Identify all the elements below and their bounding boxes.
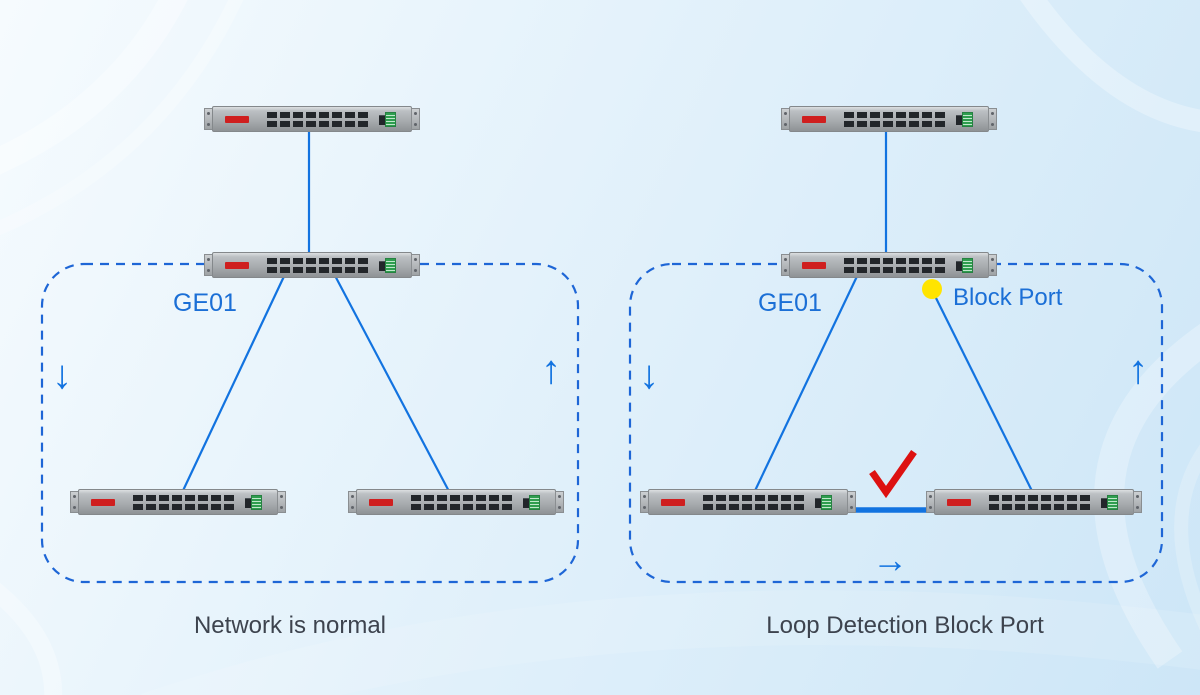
arrow-flow-right-panel: →	[872, 539, 908, 580]
uplink-port	[956, 261, 967, 271]
switch-body	[356, 489, 556, 515]
network-switch-distribution-right	[781, 252, 997, 278]
label-sticker	[1107, 495, 1118, 510]
brand-logo	[91, 499, 115, 506]
label-sticker	[821, 495, 832, 510]
uplink-port	[523, 498, 534, 508]
port-row	[844, 112, 945, 118]
switch-body	[789, 106, 989, 132]
network-switch-access-right-1	[640, 489, 856, 515]
label-sticker	[529, 495, 540, 510]
port-row	[133, 504, 234, 510]
downlink-line	[179, 269, 288, 498]
port-row	[133, 495, 234, 501]
uplink-port	[956, 115, 967, 125]
port-row	[411, 504, 512, 510]
downlink-line	[931, 289, 1036, 498]
port-label-ge01-left: GE01	[173, 289, 237, 317]
check-mark	[869, 449, 917, 499]
port-row	[411, 495, 512, 501]
arrow-down-left-panel: ↓	[52, 353, 72, 397]
arrow-up-right-panel: ↑	[1128, 348, 1148, 392]
mounting-ear	[411, 254, 420, 276]
block-port-label: Block Port	[953, 284, 1063, 311]
label-sticker	[385, 112, 396, 127]
port-row	[989, 504, 1090, 510]
brand-logo	[225, 262, 249, 269]
port-row	[267, 112, 368, 118]
brand-logo	[225, 116, 249, 123]
label-sticker	[962, 258, 973, 273]
background-swirl	[0, 0, 188, 175]
label-sticker	[962, 112, 973, 127]
switch-body	[78, 489, 278, 515]
boundary-normal	[40, 262, 580, 584]
mounting-ear	[411, 108, 420, 130]
background-swirl	[141, 590, 1200, 695]
mounting-ear	[1133, 491, 1142, 513]
network-switch-core-left	[204, 106, 420, 132]
port-row	[989, 495, 1090, 501]
uplink-port	[379, 261, 390, 271]
network-switch-access-right-2	[926, 489, 1142, 515]
downlink-line	[751, 269, 861, 498]
caption-normal: Network is normal	[193, 612, 387, 639]
network-switch-access-left-1	[70, 489, 286, 515]
background-swirl	[0, 0, 244, 236]
port-row	[703, 504, 804, 510]
block-port-indicator-dot	[922, 279, 942, 299]
port-row	[844, 121, 945, 127]
boundary-loop	[628, 262, 1164, 584]
mounting-ear	[988, 108, 997, 130]
port-label-ge01-right: GE01	[758, 289, 822, 317]
background-swirl	[0, 582, 62, 695]
network-switch-access-left-2	[348, 489, 564, 515]
mounting-ear	[555, 491, 564, 513]
brand-logo	[369, 499, 393, 506]
switch-body	[648, 489, 848, 515]
port-row	[267, 258, 368, 264]
port-row	[267, 121, 368, 127]
background-swirl	[1094, 323, 1200, 669]
uplink-port	[245, 498, 256, 508]
brand-logo	[947, 499, 971, 506]
brand-logo	[802, 116, 826, 123]
switch-body	[934, 489, 1134, 515]
caption-loop-detection: Loop Detection Block Port	[766, 612, 1044, 639]
network-switch-distribution-left	[204, 252, 420, 278]
brand-logo	[661, 499, 685, 506]
mounting-ear	[988, 254, 997, 276]
brand-logo	[802, 262, 826, 269]
arrow-up-left-panel: ↑	[541, 348, 561, 392]
port-row	[267, 267, 368, 273]
switch-body	[212, 252, 412, 278]
arrow-down-right-panel: ↓	[639, 353, 659, 397]
label-sticker	[385, 258, 396, 273]
port-row	[703, 495, 804, 501]
mounting-ear	[277, 491, 286, 513]
uplink-port	[1101, 498, 1112, 508]
switch-body	[789, 252, 989, 278]
downlink-line	[331, 269, 453, 498]
uplink-port	[815, 498, 826, 508]
port-row	[844, 267, 945, 273]
background-swirl	[1174, 444, 1200, 631]
mounting-ear	[847, 491, 856, 513]
port-row	[844, 258, 945, 264]
switch-body	[212, 106, 412, 132]
network-switch-core-right	[781, 106, 997, 132]
background-swirl	[1020, 0, 1200, 132]
label-sticker	[251, 495, 262, 510]
uplink-port	[379, 115, 390, 125]
